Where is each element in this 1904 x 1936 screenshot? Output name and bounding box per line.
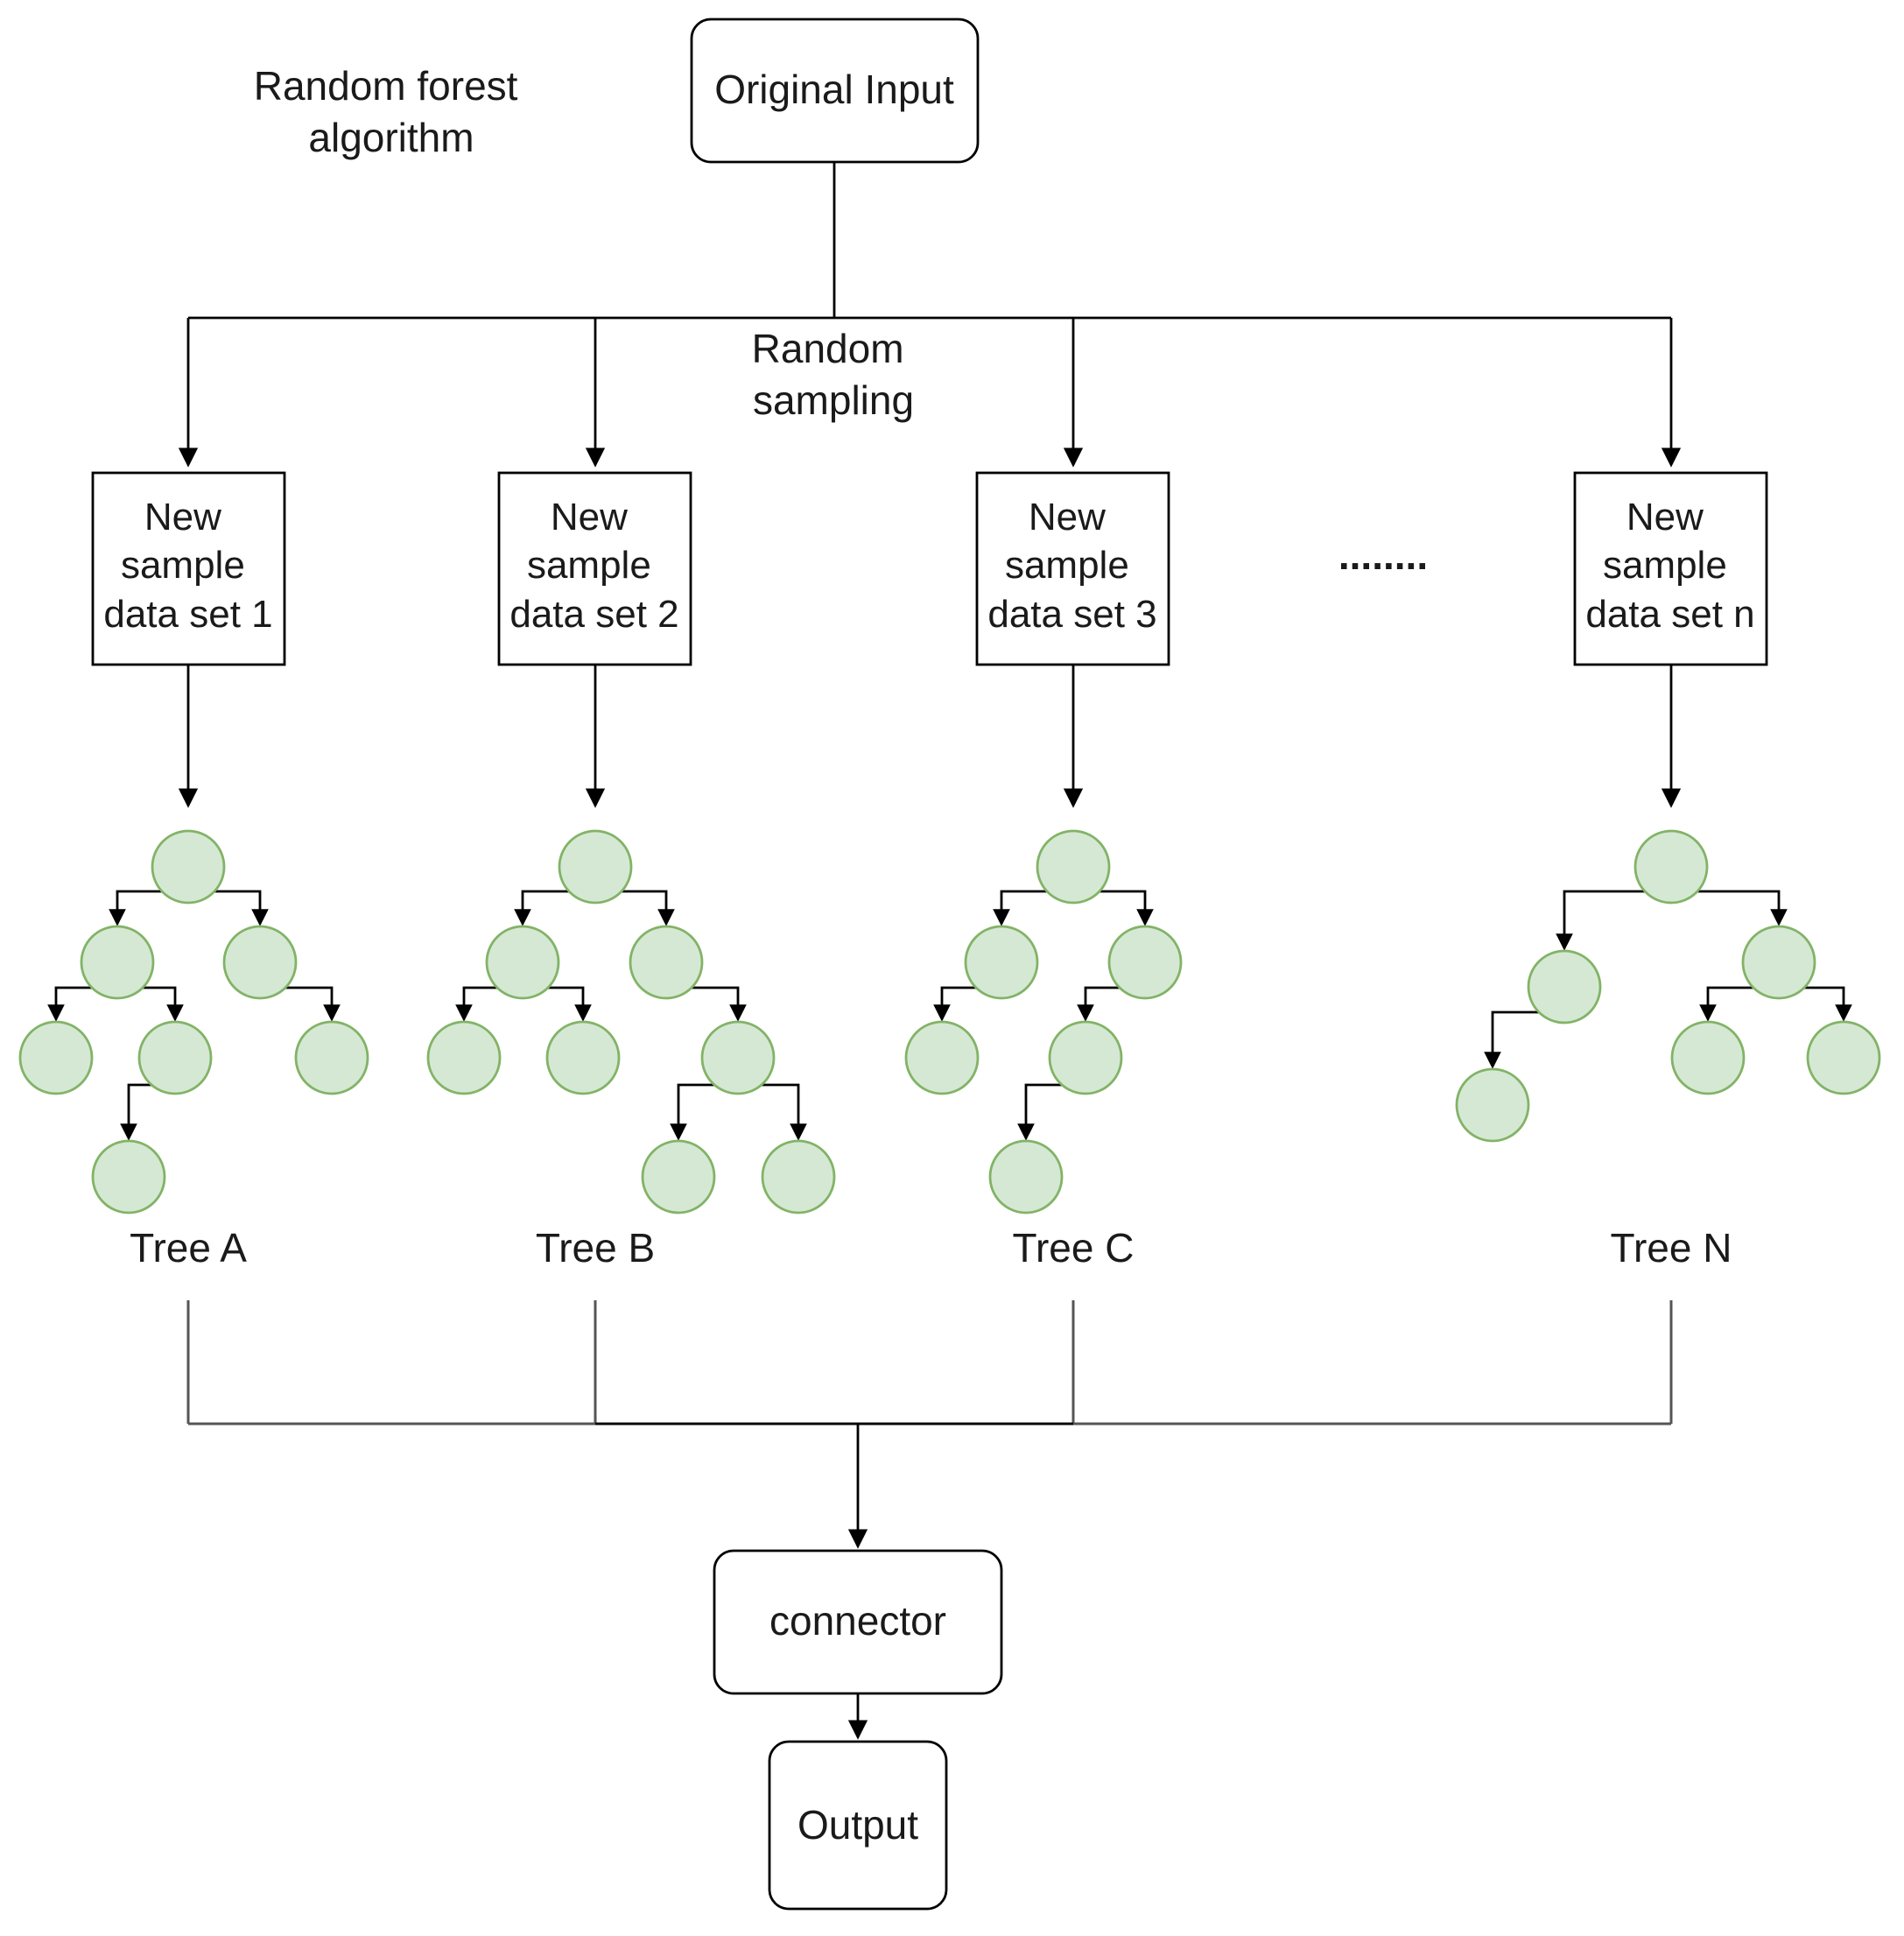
dataset-box-2: New sample data set 2 <box>497 471 692 666</box>
tree-n-node <box>1634 829 1709 905</box>
tree-a <box>18 829 369 1214</box>
tree-b-node <box>641 1139 716 1214</box>
tree-b-label: Tree B <box>536 1225 655 1271</box>
dataset-3-line-3: data set 3 <box>987 593 1156 636</box>
ellipsis-text: ........ <box>1338 532 1428 578</box>
dataset-box-3: New sample data set 3 <box>975 471 1170 666</box>
tree-n <box>1455 829 1881 1143</box>
aggregation-edges <box>186 1300 1673 1549</box>
tree-n-node <box>1670 1020 1746 1095</box>
tree-c-node <box>1107 925 1183 1000</box>
tree-b-node <box>629 925 704 1000</box>
random-sampling-label: Random sampling <box>752 326 916 423</box>
tree-c-label: Tree C <box>1013 1225 1135 1271</box>
dataset-box-3-frame <box>975 471 1170 666</box>
dataset-box-n-label: New sample data set n <box>1585 496 1754 636</box>
dataset-box-1: New sample data set 1 <box>91 471 286 666</box>
dataset-3-line-2: sample <box>1005 544 1129 587</box>
tree-n-node <box>1741 925 1816 1000</box>
tree-b-node <box>700 1020 776 1095</box>
tree-c-node <box>1048 1020 1123 1095</box>
tree-a-label: Tree A <box>130 1225 247 1271</box>
tree-b-node <box>558 829 633 905</box>
dataset-to-tree-edges <box>178 665 1682 808</box>
tree-b <box>426 829 836 1214</box>
tree-c-node <box>964 925 1039 1000</box>
tree-c-node <box>1036 829 1111 905</box>
dataset-n-line-1: New <box>1626 496 1704 539</box>
dataset-2-line-1: New <box>551 496 628 539</box>
tree-n-node <box>1455 1067 1530 1143</box>
tree-a-node <box>91 1139 166 1214</box>
dataset-box-1-frame <box>91 471 286 666</box>
dataset-1-line-3: data set 1 <box>103 593 272 636</box>
dataset-n-line-2: sample <box>1603 544 1727 587</box>
dataset-box-2-label: New sample data set 2 <box>509 496 678 636</box>
output-label: Output <box>797 1802 918 1848</box>
random-sampling-line-1: Random <box>752 326 904 371</box>
tree-a-node <box>222 925 298 1000</box>
connector-label: connector <box>769 1598 946 1644</box>
tree-c-node <box>904 1020 980 1095</box>
random-sampling-line-2: sampling <box>753 377 914 423</box>
tree-c <box>904 829 1183 1214</box>
tree-n-node <box>1806 1020 1881 1095</box>
tree-b-node <box>761 1139 836 1214</box>
tree-n-edge <box>1671 890 1788 926</box>
sampling-edges <box>178 162 1682 468</box>
dataset-3-line-1: New <box>1029 496 1106 539</box>
tree-n-label: Tree N <box>1611 1225 1732 1271</box>
tree-a-node <box>18 1020 94 1095</box>
tree-n-node <box>1527 949 1602 1024</box>
tree-a-node <box>294 1020 369 1095</box>
output-box <box>768 1740 948 1911</box>
dataset-2-line-2: sample <box>527 544 651 587</box>
tree-b-node <box>545 1020 621 1095</box>
tree-a-node <box>151 829 226 905</box>
dataset-1-line-2: sample <box>121 544 245 587</box>
diagram-title: Random forest algorithm <box>254 63 529 160</box>
diagram-title-line-1: Random forest <box>254 63 518 109</box>
tree-c-node <box>988 1139 1064 1214</box>
dataset-1-line-1: New <box>144 496 221 539</box>
tree-a-node <box>80 925 155 1000</box>
original-input-label: Original Input <box>714 67 954 112</box>
dataset-box-n: New sample data set n <box>1573 471 1768 666</box>
diagram-title-line-2: algorithm <box>308 115 474 160</box>
dataset-n-line-3: data set n <box>1585 593 1754 636</box>
dataset-box-2-frame <box>497 471 692 666</box>
dataset-box-n-frame <box>1573 471 1768 666</box>
tree-n-edge <box>1556 890 1671 951</box>
dataset-2-line-3: data set 2 <box>509 593 678 636</box>
tree-b-node <box>485 925 560 1000</box>
tree-b-node <box>426 1020 502 1095</box>
dataset-box-3-label: New sample data set 3 <box>987 496 1156 636</box>
tree-a-node <box>137 1020 213 1095</box>
dataset-box-1-label: New sample data set 1 <box>103 496 272 636</box>
